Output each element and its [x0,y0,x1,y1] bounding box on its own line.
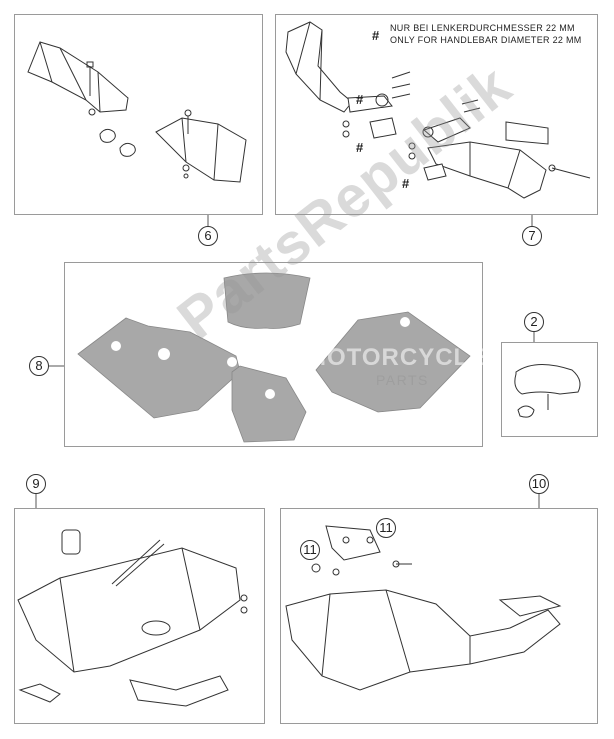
callout-7: 7 [522,226,542,246]
callout-11: 11 [300,540,320,560]
panel-handguards-7 [275,14,598,215]
note-line-de: NUR BEI LENKERDURCHMESSER 22 MM [390,23,575,33]
callout-2: 2 [524,312,544,332]
note-hash-mark: # [372,28,380,43]
callout-6: 6 [198,226,218,246]
note-line-en: ONLY FOR HANDLEBAR DIAMETER 22 MM [390,35,582,45]
hash-mark: # [356,92,364,107]
callout-9: 9 [26,474,46,494]
callout-11: 11 [376,518,396,538]
decal-motorcycle-text: MOTORCYCLE [306,344,487,371]
decal-parts-text: PARTS [376,372,429,388]
hash-mark: # [356,140,364,155]
hash-mark: # [402,176,410,191]
callout-8: 8 [29,356,49,376]
callout-10: 10 [529,474,549,494]
